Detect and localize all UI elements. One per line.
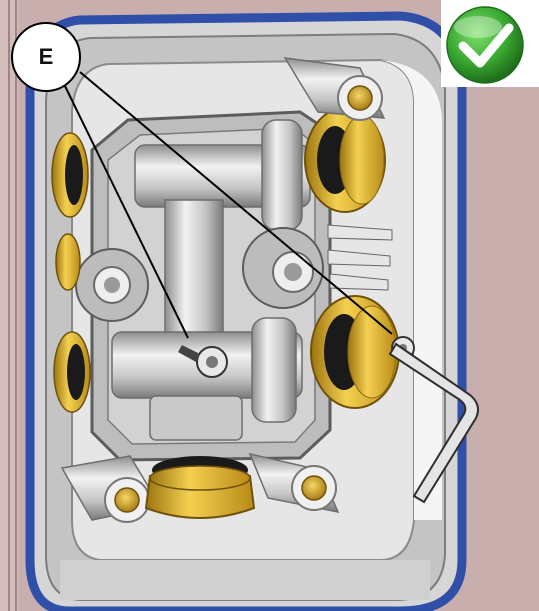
lower-cylinder-cap [251, 317, 297, 423]
right-upper-brass-fitting [304, 107, 386, 213]
cooling-fin [327, 249, 391, 267]
callout-circle [11, 22, 81, 92]
bottom-center-brass-fitting [144, 456, 256, 519]
left-mount-boss [75, 248, 149, 322]
top-right-pipe [283, 57, 386, 121]
center-screw [196, 346, 228, 378]
left-upper-brass-fitting [51, 132, 89, 218]
callout-leader-line [63, 83, 189, 339]
callout-leader-line [79, 71, 393, 335]
right-mount-boss [242, 227, 324, 309]
green-checkmark-icon [446, 6, 524, 84]
right-lower-brass-fitting [310, 295, 400, 409]
housing-right-wall [380, 60, 442, 520]
cooling-fin [329, 273, 389, 291]
lower-block [149, 395, 243, 441]
bottom-right-pipe [248, 452, 340, 514]
cooling-fin [327, 224, 393, 241]
allen-key-tool [388, 342, 479, 504]
left-middle-brass-fitting [55, 233, 81, 291]
left-lower-brass-fitting [53, 331, 91, 413]
housing-bottom-lip [60, 560, 430, 600]
bottom-left-pipe [60, 455, 162, 523]
upper-cylinder-cap [261, 119, 303, 231]
center-screw-tool-tip [178, 345, 200, 362]
